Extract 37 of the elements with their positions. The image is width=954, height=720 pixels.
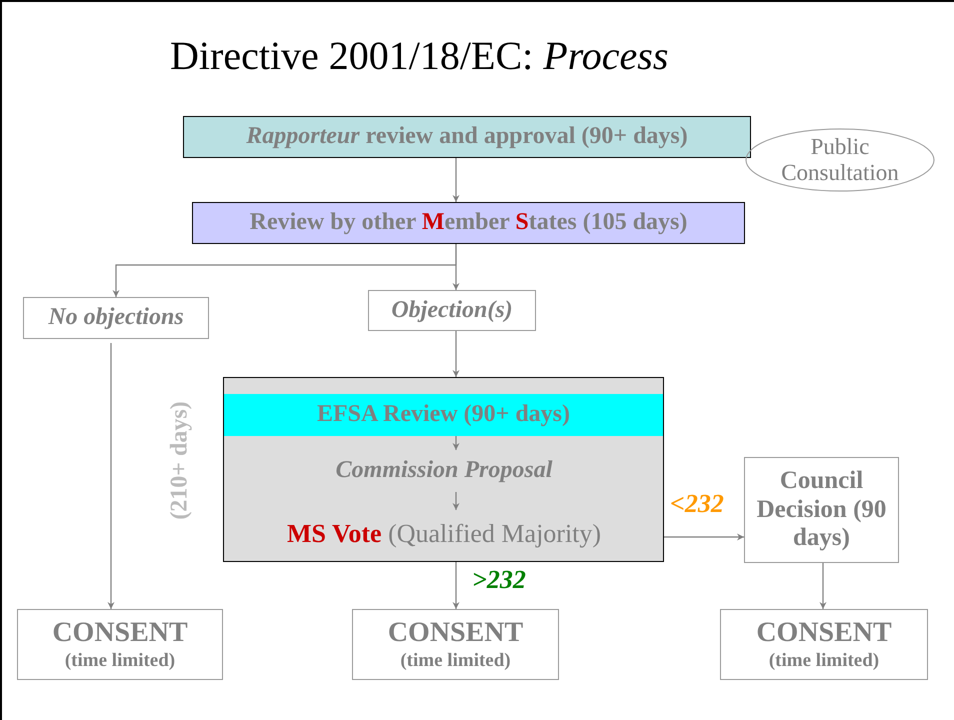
consent-box (720, 609, 928, 680)
duration-label: (210+ days) (166, 400, 194, 520)
node-label: CONSENT (52, 617, 188, 650)
node-label: CONSENT (756, 617, 892, 650)
node-note: (time limited) (768, 650, 880, 672)
procedure-panel (223, 377, 664, 562)
review-band (224, 394, 663, 436)
node-label: Rapporteur review and approval (90+ days) (246, 123, 688, 151)
node-note: (time limited) (400, 650, 511, 672)
arrow (664, 534, 744, 540)
arrow (452, 158, 460, 202)
outcome-box (23, 297, 209, 339)
node-note: (time limited) (64, 650, 176, 672)
arrow (452, 436, 460, 450)
node-label: Review by other Member States (105 days) (250, 209, 688, 237)
decision-box (744, 457, 899, 563)
node-label: No objections (48, 304, 184, 332)
consent-box (17, 609, 223, 680)
node-label: MS Vote (Qualified Majority) (286, 519, 602, 549)
node-label: Objection(s) (391, 296, 513, 324)
arrow (452, 331, 460, 377)
node-label: CONSENT (388, 617, 524, 650)
process-box (183, 116, 751, 158)
arrow (452, 562, 460, 609)
node-label: Commission Proposal (336, 457, 552, 485)
process-box (192, 202, 745, 244)
arrow (820, 563, 826, 609)
arrow (452, 492, 460, 510)
consent-box (352, 609, 559, 680)
node-label: Public Consultation (780, 134, 900, 186)
consultation-ellipse (745, 128, 935, 192)
node-label: Council Decision (90 days) (756, 466, 886, 554)
arrow (108, 343, 114, 609)
arrow (452, 244, 460, 290)
node-label: EFSA Review (90+ days) (316, 401, 570, 429)
slide-title: Directive 2001/18/EC: Process (170, 32, 668, 79)
outcome-box (368, 290, 536, 331)
